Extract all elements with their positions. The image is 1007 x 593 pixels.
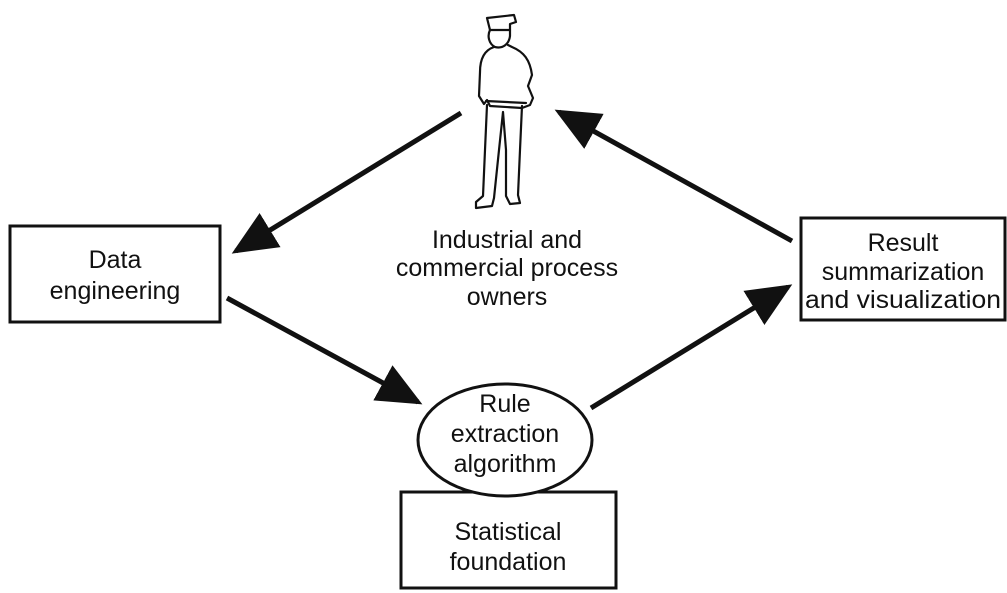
rule-extraction-ellipse: Rule extraction algorithm [416, 382, 594, 498]
rule-extraction-line-3: algorithm [454, 450, 557, 478]
arrow-data-engineering-to-rule-extraction [225, 295, 423, 405]
data-engineering-line-1: Data [89, 246, 142, 274]
process-owners-label: Industrial and commercial process owners [396, 226, 618, 311]
statistical-foundation-line-1: Statistical [455, 518, 562, 546]
result-summarization-line-2: summarization [822, 258, 985, 286]
arrow-rule-extraction-to-result [589, 284, 793, 411]
arrow-owners-to-data-engineering [231, 110, 463, 254]
process-owners-line-1: Industrial and [432, 226, 582, 254]
rule-extraction-line-1: Rule [479, 390, 530, 418]
data-engineering-line-2: engineering [50, 277, 181, 305]
process-owners-line-2: commercial process [396, 254, 618, 282]
statistical-foundation-line-2: foundation [450, 548, 567, 576]
result-summarization-line-1: Result [868, 229, 939, 257]
data-engineering-box: Data engineering [8, 224, 222, 324]
arrow-result-to-owners [554, 109, 794, 244]
result-summarization-line-3: and visualization [805, 286, 1001, 314]
statistical-foundation-box: Statistical foundation [399, 490, 618, 590]
process-owners-line-3: owners [467, 283, 548, 311]
rule-extraction-line-2: extraction [451, 420, 559, 448]
result-summarization-box: Result summarization and visualization [799, 216, 1007, 322]
standing-person-icon [474, 13, 535, 210]
